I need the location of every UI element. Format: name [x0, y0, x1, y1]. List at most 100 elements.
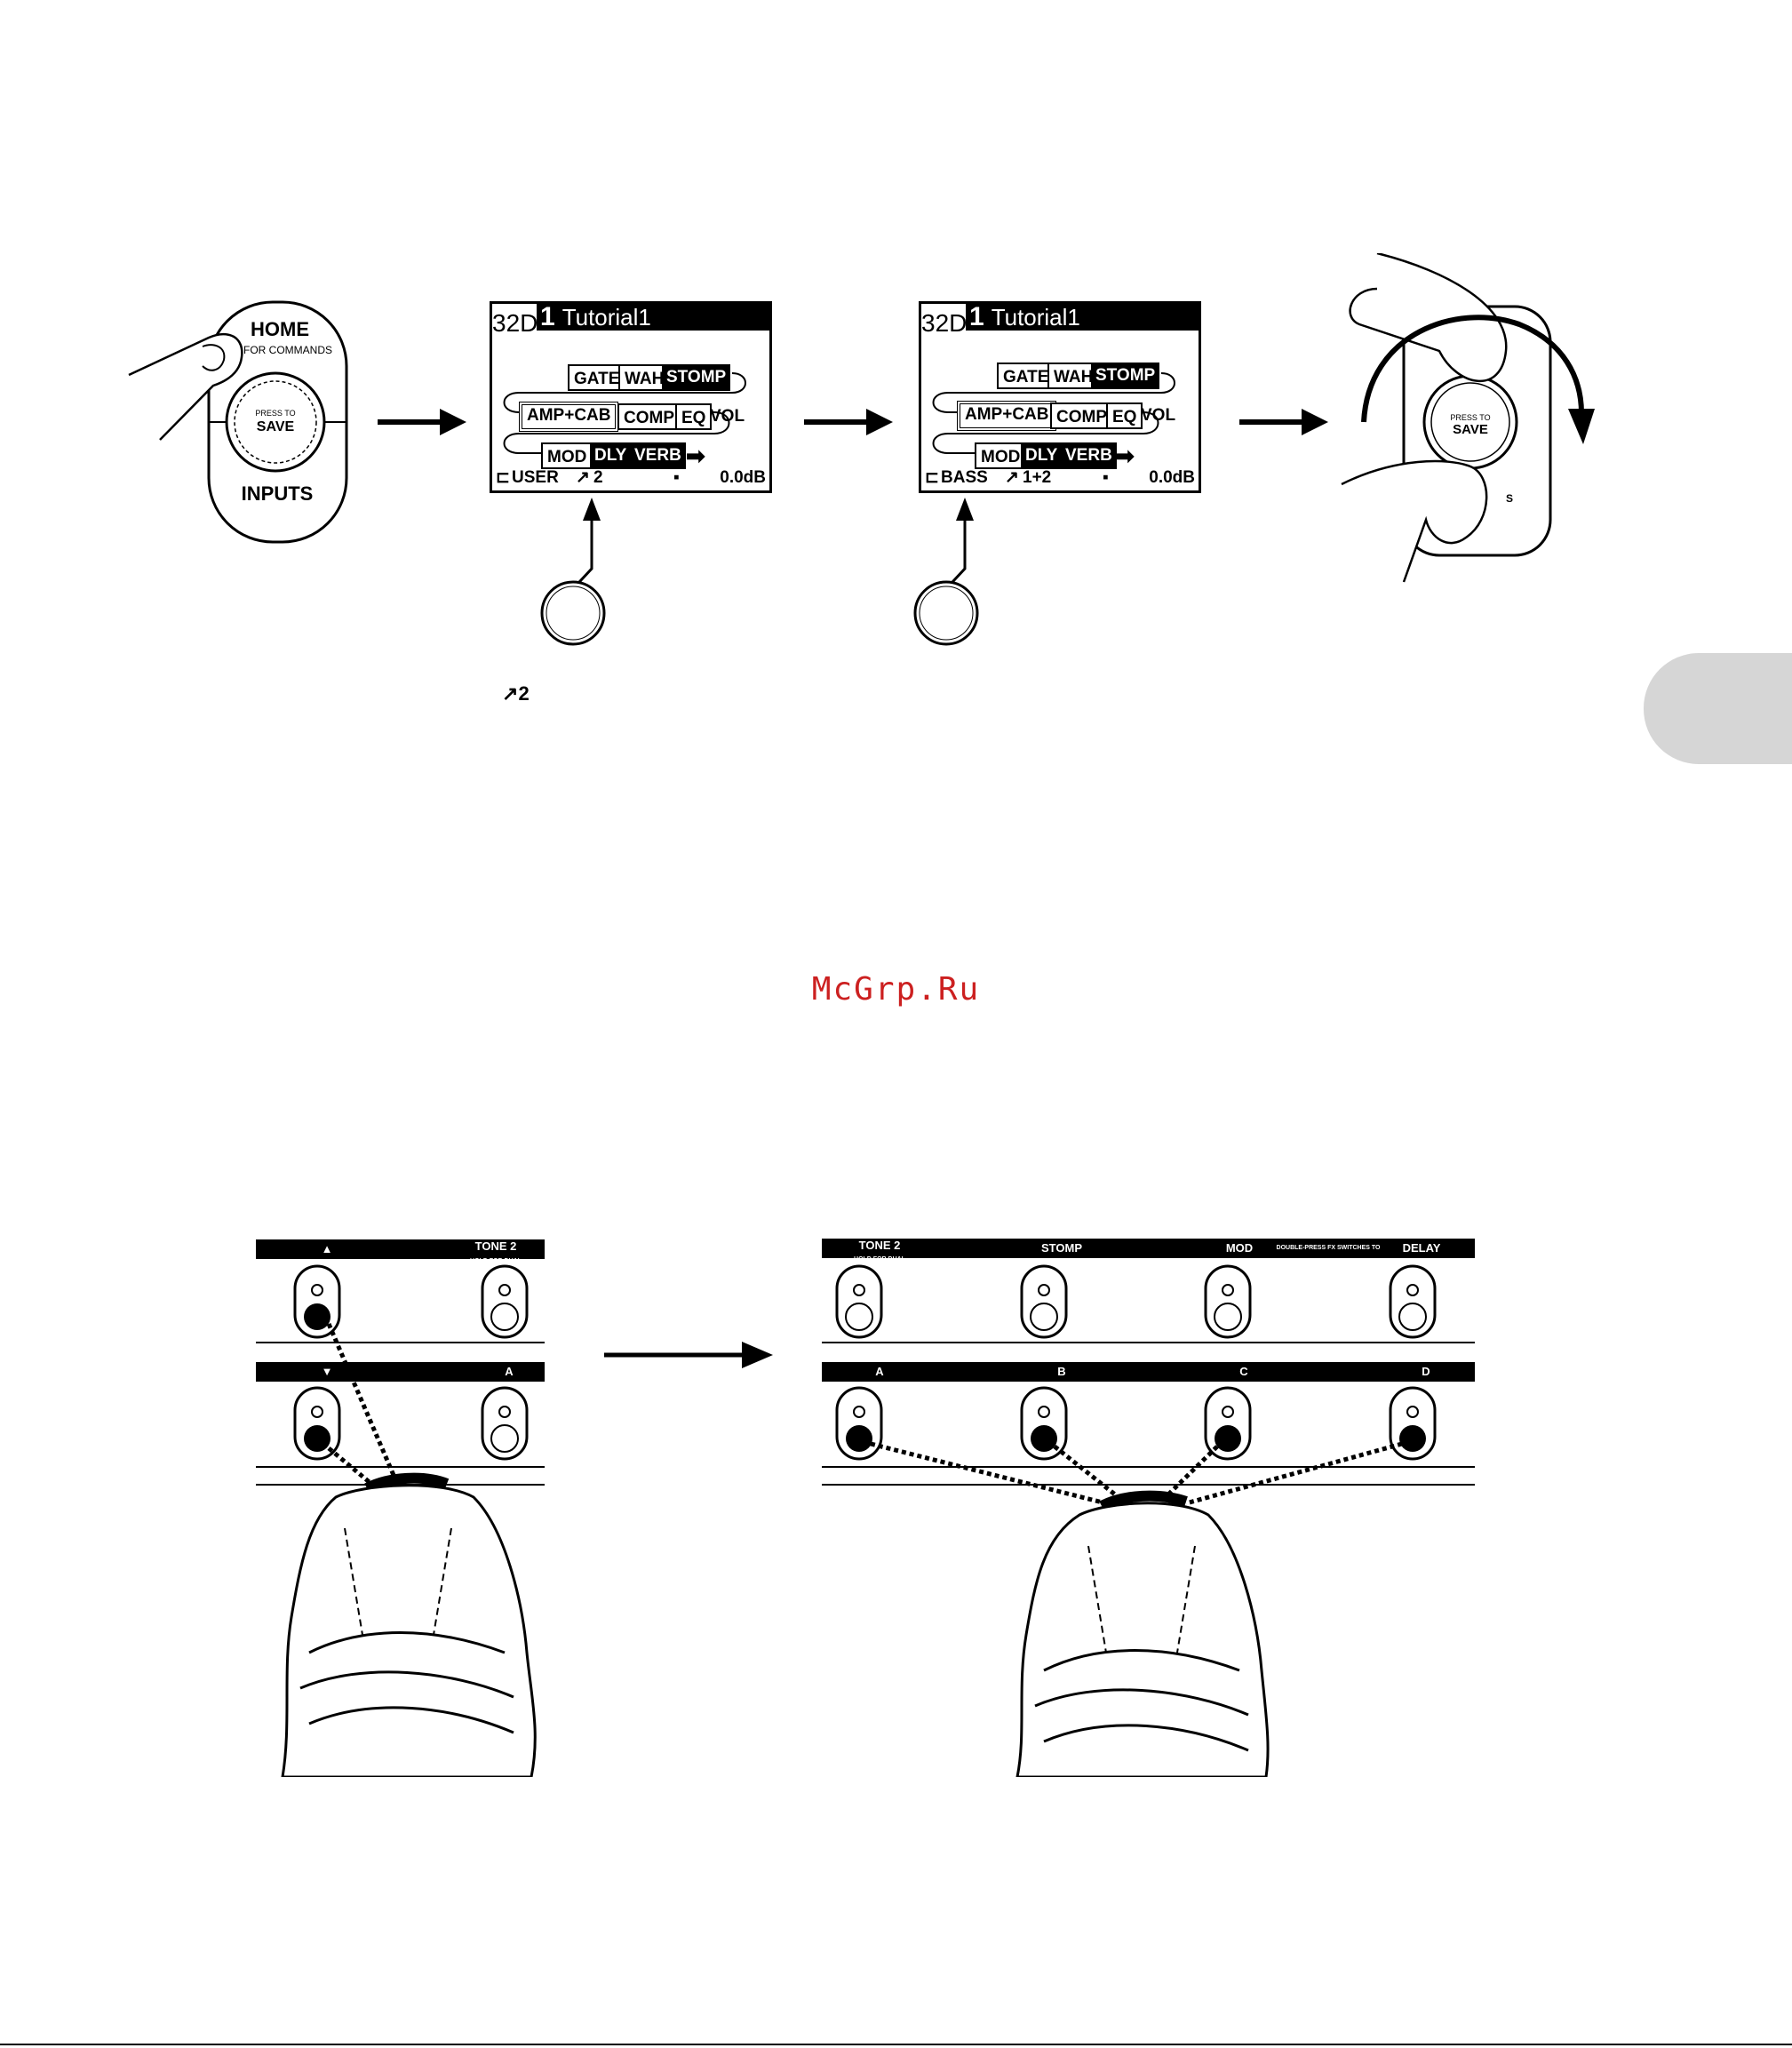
- footswitch-delay[interactable]: [1389, 1264, 1437, 1339]
- c-label: C: [1239, 1365, 1248, 1378]
- preset-name: Tutorial1: [991, 304, 1080, 331]
- block-verb: VERB: [630, 442, 686, 469]
- save-label: SAVE: [1453, 422, 1488, 437]
- block-amp-cab: AMP+CAB: [519, 402, 619, 432]
- block-dly: DLY: [590, 442, 632, 469]
- rotate-arrow-icon: [1361, 315, 1584, 423]
- block-eq: EQ: [675, 403, 713, 430]
- arrow-icon: [378, 409, 466, 435]
- level-value: 0.0dB: [1149, 468, 1195, 487]
- input-symbol-value: 2: [518, 682, 530, 705]
- input-value: 1+2: [1023, 468, 1052, 487]
- tone2-label: TONE 2: [858, 1239, 901, 1252]
- lock-icon: ▪: [1103, 468, 1109, 487]
- arrow-icon: [1239, 409, 1328, 435]
- input-symbol-inline: ↗2: [502, 682, 530, 705]
- right-footswitch-illustration: [835, 1264, 1437, 1777]
- a-label: A: [875, 1365, 884, 1378]
- block-vol: VOL: [710, 407, 745, 426]
- preset-name: Tutorial1: [561, 304, 651, 331]
- up-arrow-label: ▲: [321, 1242, 333, 1255]
- d-label: D: [1422, 1365, 1430, 1378]
- level-value: 0.0dB: [720, 468, 766, 487]
- footswitch-label-bar-bottom: A B C D: [822, 1362, 1475, 1382]
- block-mod: MOD: [975, 442, 1027, 469]
- input-value: 2: [593, 468, 603, 487]
- chapter-tab: [1644, 653, 1792, 764]
- double-press-note: DOUBLE-PRESS FX SWITCHES TO EDIT: [1276, 1245, 1381, 1271]
- block-comp: COMP: [1050, 402, 1113, 429]
- preset-number: 32D: [921, 309, 968, 337]
- folder-icon: ⊏: [925, 468, 939, 487]
- footswitch-tone2[interactable]: [835, 1264, 883, 1339]
- s-label: S: [1506, 492, 1513, 505]
- tone2-sub-label: HOLD FOR DUAL: [854, 1256, 905, 1263]
- folder-icon: ⊏: [496, 468, 510, 487]
- left-footswitch-illustration: [281, 1264, 537, 1777]
- block-vol: VOL: [1141, 406, 1176, 425]
- knob-turn-illustration: PRESS TO SAVE S: [1341, 253, 1595, 583]
- arrow-right-icon: ➡: [686, 442, 705, 469]
- block-stomp: STOMP: [1091, 363, 1160, 389]
- a-label: A: [505, 1365, 514, 1378]
- mod-label: MOD: [1225, 1241, 1254, 1255]
- press-to-label: PRESS TO: [255, 409, 295, 418]
- input-icon: ↗: [502, 682, 519, 705]
- b-label: B: [1057, 1365, 1066, 1378]
- finger-icon: [1341, 459, 1488, 583]
- arrow-icon: [804, 409, 893, 435]
- pointer-knob-illustration: [540, 498, 606, 646]
- block-stomp: STOMP: [662, 364, 731, 391]
- block-dly: DLY: [1021, 442, 1063, 469]
- press-to-label: PRESS TO: [1450, 413, 1490, 422]
- footswitch-label-bar-bottom: ▼ A: [256, 1362, 545, 1382]
- block-amp-cab: AMP+CAB: [957, 401, 1057, 431]
- tone2-sub-label: HOLD FOR DUAL: [470, 1258, 522, 1264]
- setlist-name: BASS: [941, 468, 988, 487]
- pointer-knob-illustration: [913, 498, 979, 646]
- footswitch-a[interactable]: [835, 1386, 883, 1461]
- footswitch-up[interactable]: [293, 1264, 341, 1339]
- commands-label: D FOR COMMANDS: [233, 344, 332, 356]
- shoe-icon: [1015, 1502, 1270, 1777]
- input-icon: ↗: [1005, 468, 1019, 487]
- setlist-name: USER: [512, 468, 559, 487]
- footswitch-down[interactable]: [293, 1386, 341, 1461]
- footswitch-b[interactable]: [1020, 1386, 1068, 1461]
- block-eq: EQ: [1106, 402, 1143, 429]
- footswitch-d[interactable]: [1389, 1386, 1437, 1461]
- stomp-label: STOMP: [1041, 1241, 1082, 1255]
- down-arrow-label: ▼: [321, 1365, 333, 1378]
- block-comp: COMP: [617, 403, 681, 430]
- footswitch-label-bar-top: ▲ TONE 2 HOLD FOR DUAL: [256, 1239, 545, 1264]
- footswitch-mod[interactable]: [1204, 1264, 1252, 1339]
- footswitch-a[interactable]: [481, 1386, 529, 1461]
- shoe-icon: [281, 1484, 537, 1777]
- tone2-label: TONE 2: [474, 1239, 517, 1253]
- block-verb: VERB: [1061, 442, 1117, 469]
- block-gate: GATE: [568, 364, 626, 391]
- block-wah: WAH: [618, 364, 671, 391]
- home-save-knob-illustration: HOME D FOR COMMANDS PRESS TO SAVE INPUTS: [128, 300, 348, 544]
- block-wah: WAH: [1047, 363, 1100, 389]
- finger-icon: [128, 332, 243, 441]
- arrow-icon: [604, 1342, 773, 1368]
- footswitch-c[interactable]: [1204, 1386, 1252, 1461]
- watermark: McGrp.Ru: [811, 971, 981, 1008]
- footswitch-tone2[interactable]: [481, 1264, 529, 1339]
- save-label: SAVE: [257, 419, 295, 434]
- footswitch-label-bar-top: TONE 2 HOLD FOR DUAL STOMP MOD DOUBLE-PRE…: [822, 1239, 1475, 1271]
- input-icon: ↗: [576, 468, 590, 487]
- arrow-right-icon: ➡: [1115, 442, 1135, 469]
- footer-rule: [0, 2044, 1792, 2045]
- block-gate: GATE: [997, 363, 1055, 389]
- inputs-label: INPUTS: [242, 482, 314, 505]
- finger-icon: [1349, 253, 1508, 383]
- footswitch-stomp[interactable]: [1020, 1264, 1068, 1339]
- delay-label: DELAY: [1402, 1241, 1441, 1255]
- preset-number: 32D: [492, 309, 538, 337]
